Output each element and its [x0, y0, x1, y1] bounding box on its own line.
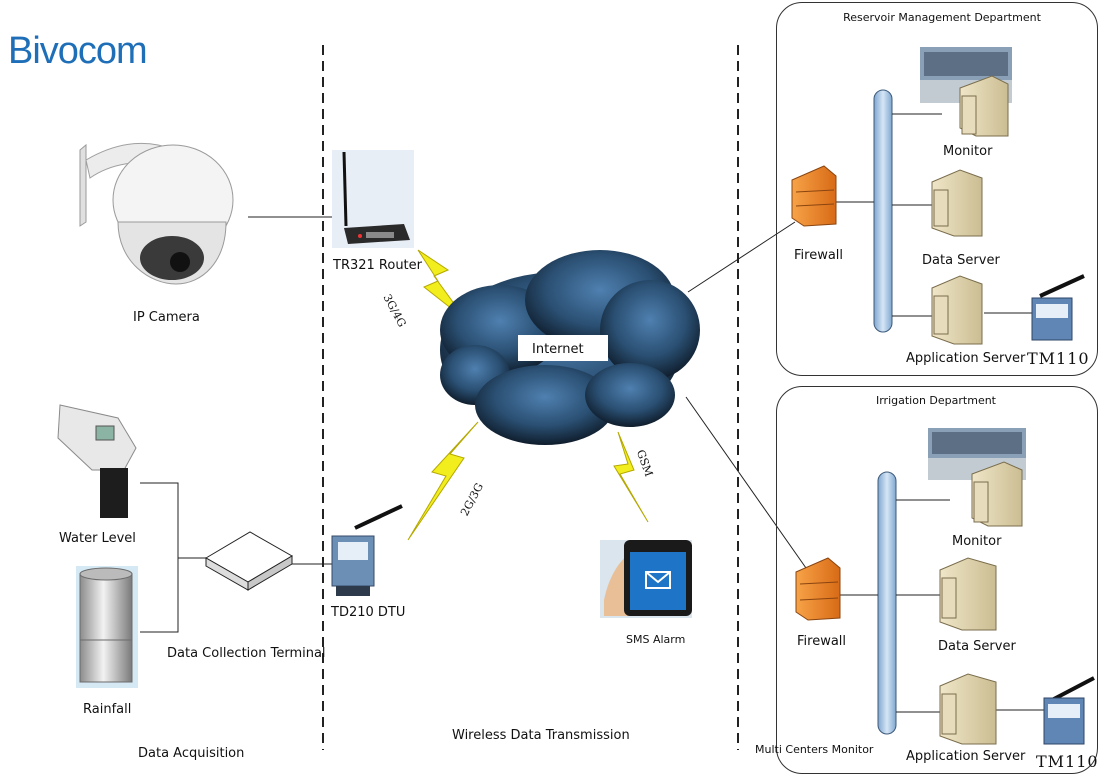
dtu-image	[331, 504, 403, 596]
internet-cloud	[440, 250, 700, 445]
reservoir-data-server-label: Data Server	[922, 253, 1000, 268]
reservoir-monitor-label: Monitor	[943, 144, 993, 159]
irrigation-firewall-label: Firewall	[797, 634, 847, 649]
cloud-firewall-top-link	[687, 221, 796, 293]
water-level-link	[140, 482, 208, 559]
irrigation-data-server	[939, 557, 997, 631]
reservoir-data-server	[931, 169, 983, 237]
irrigation-monitor-label: Monitor	[952, 534, 1002, 549]
sms-alarm-image	[600, 540, 692, 618]
ip-camera-label: IP Camera	[133, 310, 200, 325]
collection-terminal-label: Data Collection Terminal	[167, 646, 326, 661]
reservoir-tm110-modem	[1031, 274, 1085, 341]
reservoir-firewall-image	[791, 165, 837, 227]
internet-label: Internet	[532, 342, 584, 357]
router-image	[332, 150, 414, 248]
irrigation-graphics	[795, 428, 1095, 745]
rainfall-link	[140, 558, 179, 633]
dtu-label: TD210 DTU	[331, 605, 406, 620]
rainfall-label: Rainfall	[83, 702, 132, 717]
lightning-sms	[613, 431, 649, 523]
reservoir-title: Reservoir Management Department	[834, 11, 1050, 24]
cloud-firewall-bottom-link	[685, 396, 807, 569]
reservoir-tm110-label: TM110	[1027, 349, 1090, 368]
irrigation-data-server-label: Data Server	[938, 639, 1016, 654]
irrigation-title: Irrigation Department	[852, 394, 1020, 407]
reservoir-app-server	[931, 275, 983, 345]
reservoir-panel	[776, 2, 1098, 376]
irrigation-firewall-image	[795, 557, 841, 621]
water-level-image	[57, 404, 137, 518]
irrigation-panel	[776, 386, 1098, 774]
irrigation-app-server	[939, 673, 997, 745]
data-acquisition-label: Data Acquisition	[138, 746, 245, 761]
reservoir-graphics	[791, 47, 1085, 345]
multi-centers-label: Multi Centers Monitor	[755, 743, 874, 756]
ip-camera-image	[79, 142, 234, 285]
water-level-label: Water Level	[59, 531, 136, 546]
irrigation-app-server-label: Application Server	[906, 749, 1026, 764]
reservoir-app-server-label: Application Server	[906, 351, 1026, 366]
router-label: TR321 Router	[333, 258, 423, 273]
collection-terminal-image	[205, 531, 293, 591]
irrigation-monitor-server	[971, 461, 1023, 527]
irrigation-tm110-label: TM110	[1036, 752, 1098, 771]
reservoir-firewall-label: Firewall	[794, 248, 844, 263]
rainfall-image	[76, 566, 138, 688]
lightning-dtu	[407, 421, 479, 541]
brand-logo: Bivocom	[8, 30, 148, 72]
sms-alarm-label: SMS Alarm	[626, 633, 686, 646]
irrigation-tm110-modem	[1043, 676, 1095, 745]
wireless-label: Wireless Data Transmission	[452, 728, 630, 743]
reservoir-monitor-server	[959, 75, 1009, 137]
